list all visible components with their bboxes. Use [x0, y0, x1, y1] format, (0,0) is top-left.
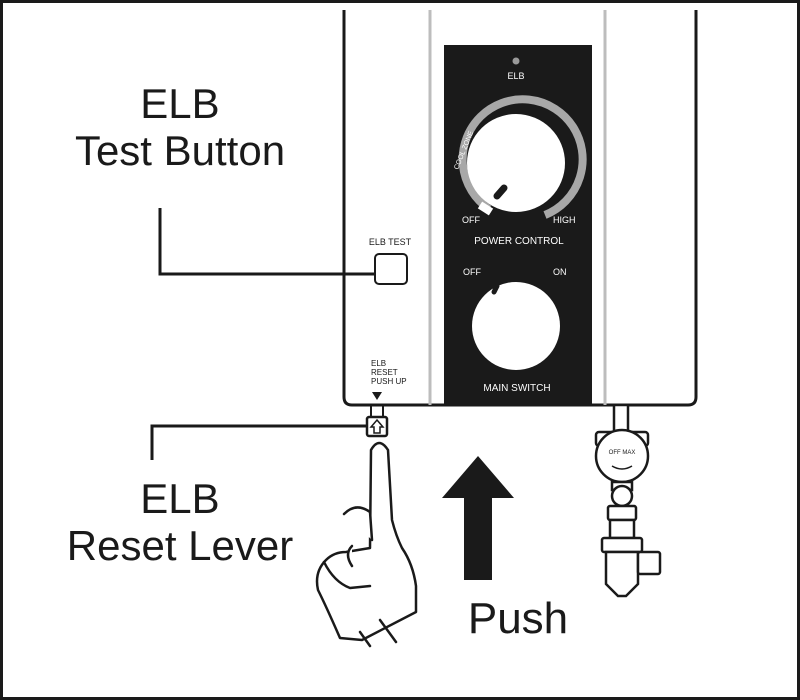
- valve-arc-icon: [611, 465, 633, 470]
- test-button-leader: [158, 208, 375, 276]
- reset-label: ELB RESET PUSH UP: [371, 359, 407, 386]
- main-switch-knob[interactable]: [472, 282, 560, 370]
- push-arrow: [442, 456, 514, 580]
- reset-lever-leader: [150, 424, 367, 460]
- elb-reset-callout-line-2: Reset Lever: [66, 522, 294, 570]
- reset-label-line-3: PUSH UP: [371, 377, 407, 386]
- elb-reset-callout-line-1: ELB: [140, 475, 220, 522]
- dial-track: [458, 95, 587, 219]
- hand-pointing-icon: [315, 441, 418, 648]
- main-switch-pointer: [491, 283, 500, 295]
- valve-off-max-label: OFF MAX: [609, 450, 636, 456]
- elb-test-callout-line-1: ELB: [140, 80, 220, 127]
- fitting-collar: [600, 536, 644, 554]
- elb-test-callout-line-2: Test Button: [74, 127, 286, 175]
- main-switch-label: MAIN SWITCH: [483, 383, 550, 394]
- inlet-valve-assembly: [594, 403, 662, 598]
- reset-label-line-2: RESET: [371, 368, 398, 377]
- dial-track-off-mark: [477, 201, 494, 216]
- reset-down-arrow: [372, 392, 382, 400]
- fitting-side-cap: [636, 550, 662, 576]
- elb-indicator-label: ELB: [507, 71, 524, 81]
- reset-up-arrow-icon: [369, 418, 385, 434]
- fitting-upper: [606, 504, 638, 522]
- valve-handle[interactable]: [594, 428, 650, 484]
- power-control-label: POWER CONTROL: [474, 236, 564, 247]
- power-high-label: HIGH: [553, 215, 576, 225]
- elb-reset-lever-callout: ELB Reset Lever: [45, 475, 315, 569]
- reset-label-line-1: ELB: [371, 359, 386, 368]
- push-label: Push: [467, 594, 569, 643]
- valve-gauge: [610, 484, 634, 508]
- fitting-tee: [604, 550, 640, 598]
- elb-test-button-callout: ELB Test Button: [60, 80, 300, 174]
- power-knob-pointer: [493, 184, 508, 200]
- elb-test-label: ELB TEST: [369, 237, 412, 247]
- switch-on-label: ON: [553, 267, 567, 277]
- elb-indicator-lamp: [512, 57, 520, 65]
- switch-off-label: OFF: [463, 267, 481, 277]
- fitting-body: [608, 518, 636, 540]
- power-control-knob[interactable]: [467, 114, 565, 212]
- power-off-label: OFF: [462, 215, 480, 225]
- elb-test-button[interactable]: [374, 253, 408, 285]
